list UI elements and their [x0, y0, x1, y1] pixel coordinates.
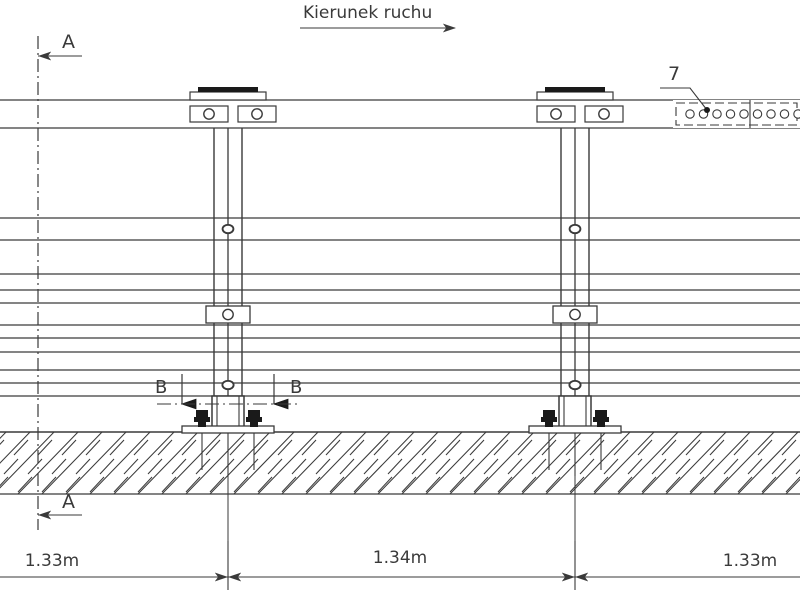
rail-middle-group	[0, 217, 800, 275]
post-2	[528, 87, 624, 590]
dimension-line	[0, 541, 800, 590]
dimension-label: 1.33m	[723, 551, 777, 571]
callout-7-leader	[660, 87, 710, 113]
ground-hatching	[0, 432, 800, 494]
bolt-hole-strip	[673, 100, 800, 128]
rail-top-group	[0, 99, 800, 129]
section-b-right-label: B	[290, 377, 302, 398]
direction-label: Kierunek ruchu	[303, 3, 432, 23]
section-a-top-marker	[38, 51, 82, 61]
section-a-bottom-label: A	[62, 491, 75, 513]
dimension-label: 1.34m	[373, 548, 427, 568]
post-1	[181, 87, 277, 590]
rail-lower-group	[0, 289, 800, 397]
section-b-left-label: B	[155, 377, 167, 398]
section-b-markers	[157, 374, 300, 410]
section-a-top-label: A	[62, 31, 75, 53]
callout-7-label: 7	[668, 63, 680, 85]
dimension-label: 1.33m	[25, 551, 79, 571]
